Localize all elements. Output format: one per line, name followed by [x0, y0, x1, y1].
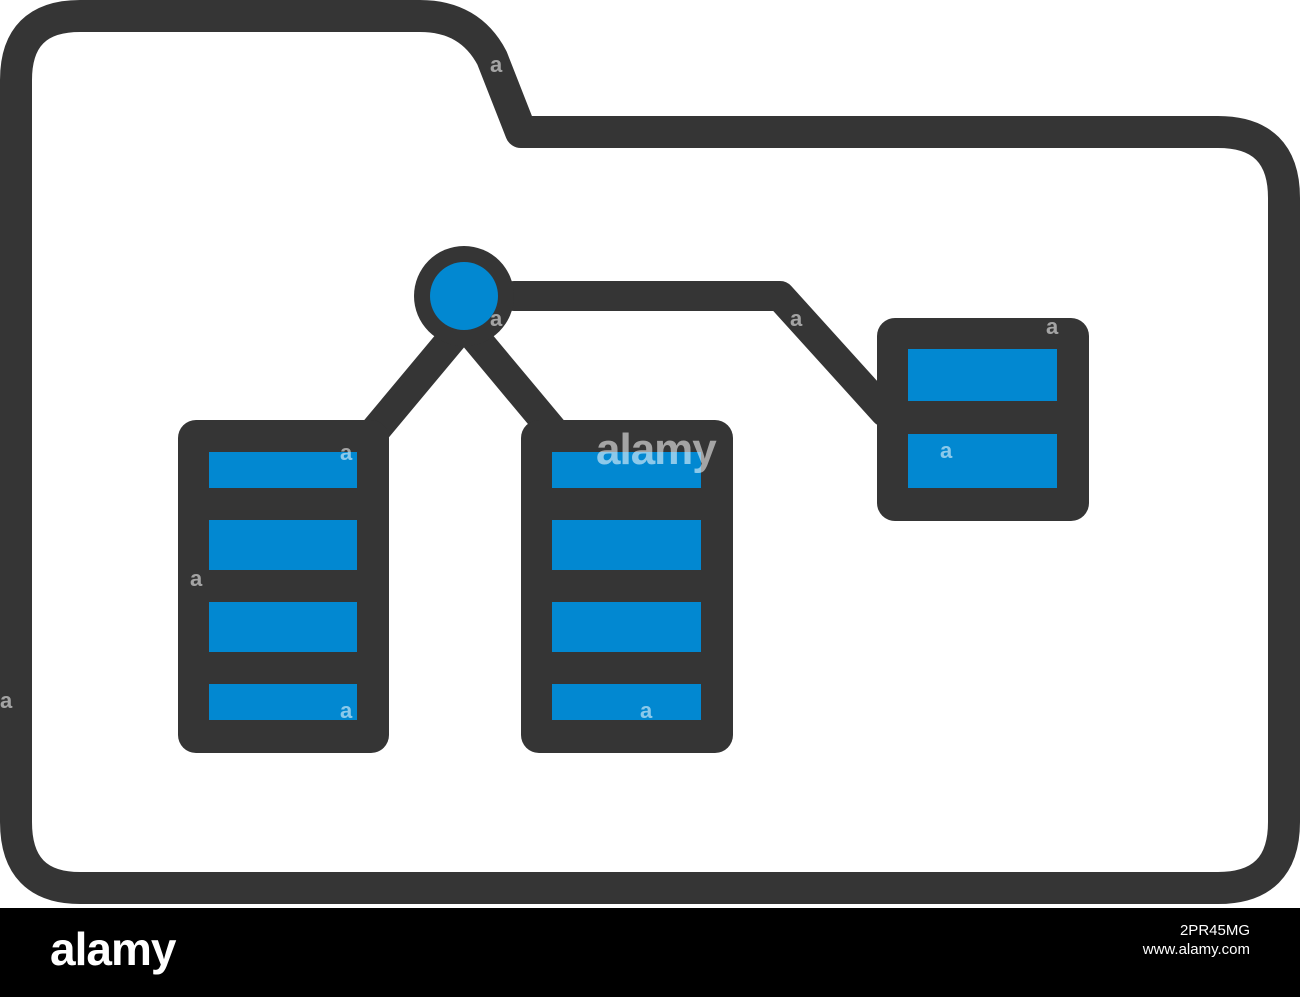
site-url: www.alamy.com [1142, 940, 1250, 958]
footer-banner: alamy 2PR45MG www.alamy.com [0, 908, 1300, 997]
hub-node [414, 246, 514, 346]
database-middle [521, 420, 733, 753]
database-right [877, 318, 1089, 521]
footer-logo: alamy [50, 923, 176, 975]
connector-lines [358, 281, 900, 448]
database-left [178, 420, 389, 753]
folder-network-icon [0, 0, 1300, 904]
footer-image-info: 2PR45MG www.alamy.com [1143, 922, 1250, 960]
image-id: 2PR45MG [1179, 922, 1250, 939]
